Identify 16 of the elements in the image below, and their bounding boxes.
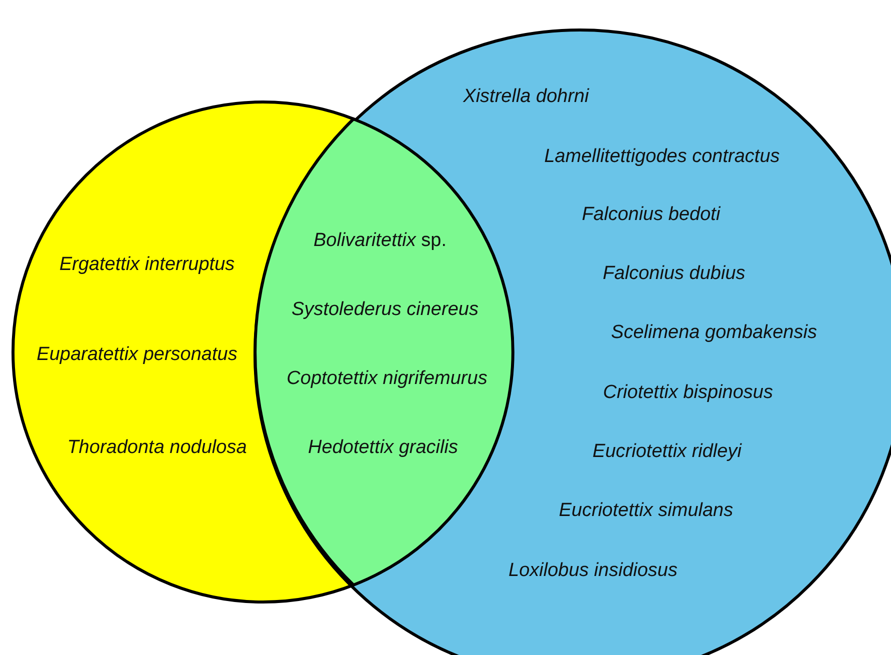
- species-name: Criotettix bispinosus: [602, 382, 774, 404]
- species-name: Coptotettix nigrifemurus: [286, 368, 488, 390]
- species-name: Ergatettix interruptus: [59, 254, 235, 276]
- species-name: Scelimena gombakensis: [611, 322, 817, 344]
- species-name: Falconius dubius: [602, 263, 746, 285]
- species-name: Euparatettix personatus: [36, 344, 238, 366]
- species-name: Xistrella dohrni: [463, 86, 589, 108]
- species-name: Falconius bedoti: [582, 204, 720, 226]
- species-name: Bolivaritettix sp.: [313, 230, 447, 252]
- species-name: Eucriotettix simulans: [558, 500, 734, 522]
- species-name: Eucriotettix ridleyi: [592, 441, 742, 463]
- species-name: Thoradonta nodulosa: [67, 437, 247, 459]
- species-name: Systolederus cinereus: [292, 299, 478, 321]
- species-name: Hedotettix gracilis: [308, 437, 458, 459]
- species-name: Loxilobus insidiosus: [508, 560, 678, 582]
- species-name: Lamellitettigodes contractus: [544, 146, 780, 168]
